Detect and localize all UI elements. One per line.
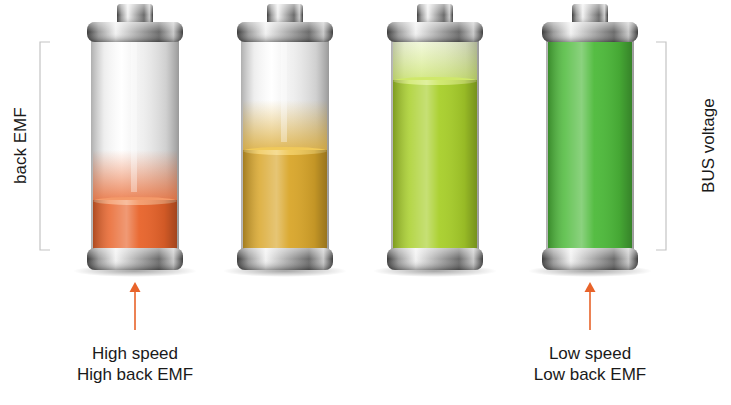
pointer-arrow [130, 282, 596, 330]
bracket [40, 42, 50, 250]
caption-label: High speed High back EMF [76, 343, 195, 386]
bracket [656, 42, 666, 250]
axis-label: BUS voltage [697, 99, 718, 194]
caption-label: Low speed Low back EMF [533, 343, 648, 386]
axis-label: back EMF [9, 108, 30, 185]
